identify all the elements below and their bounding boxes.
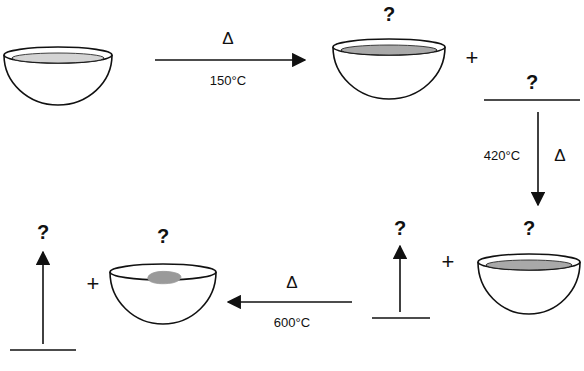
answer-line [10,349,76,351]
evaporating-dish [110,264,216,324]
answer-line [372,317,430,319]
reaction-arrow [228,301,352,303]
gas-arrow [42,252,44,344]
plus-sign: + [87,273,100,295]
unknown-mark: ? [394,218,406,238]
heat-symbol: Δ [286,274,297,291]
unknown-mark: ? [383,4,395,24]
evaporating-dish [478,254,580,314]
heat-symbol: Δ [554,147,565,164]
unknown-mark: ? [523,218,535,238]
evaporating-dish [333,39,445,99]
heat-symbol: Δ [222,30,233,47]
answer-line [484,99,580,101]
reaction-arrow [155,59,305,61]
temperature-label: 150°C [210,74,246,87]
unknown-mark: ? [37,222,49,242]
evaporating-dish [4,47,112,105]
temperature-label: 600°C [274,316,310,329]
gas-arrow [399,246,401,312]
plus-sign: + [466,47,479,69]
unknown-mark: ? [526,72,538,92]
plus-sign: + [442,251,455,273]
unknown-mark: ? [157,226,169,246]
reaction-arrow [537,112,539,205]
temperature-label: 420°C [484,149,520,162]
